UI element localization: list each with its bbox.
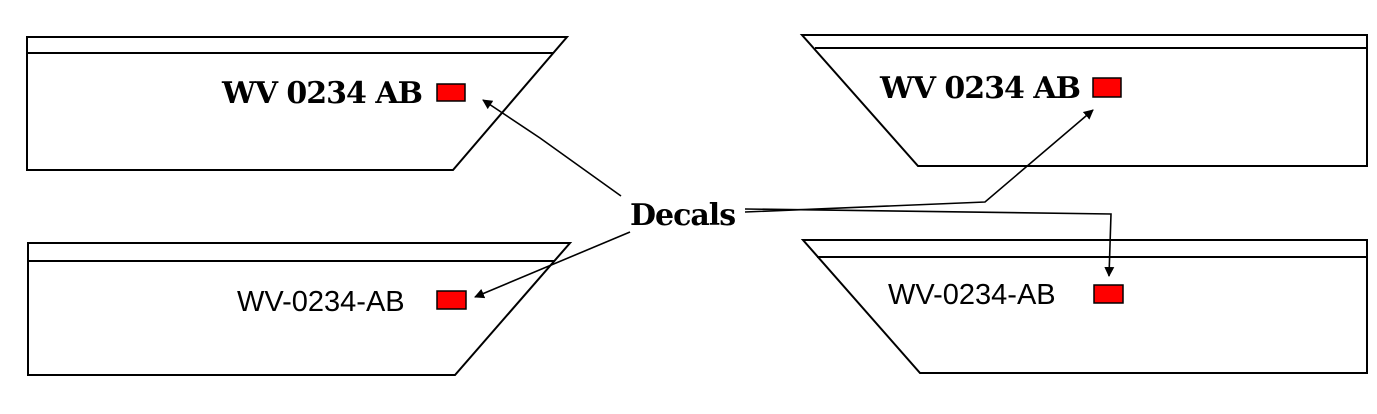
decal-marker [436,83,466,102]
arrow-to-bottom-right-decal [744,208,1115,277]
decal-marker [436,290,467,310]
panel-top-left: WV 0234 AB [26,36,570,171]
plate-number-text: WV-0234-AB [888,279,1056,311]
decal-marker [1092,77,1122,98]
arrow-to-top-right-decal [744,109,1094,213]
plate-number-text: WV 0234 AB [879,71,1080,106]
decals-callout-label: Decals [630,198,735,233]
panel-bottom-left: WV-0234-AB [27,242,573,376]
plate-number-text: WV-0234-AB [237,286,405,318]
arrow-to-top-left-decal [482,99,622,197]
arrow-to-bottom-left-decal [474,231,631,299]
decal-marker [1093,284,1124,304]
panel-bottom-right: WV-0234-AB [800,239,1368,374]
panel-top-right: WV 0234 AB [799,34,1368,167]
plate-number-text: WV 0234 AB [221,76,422,111]
